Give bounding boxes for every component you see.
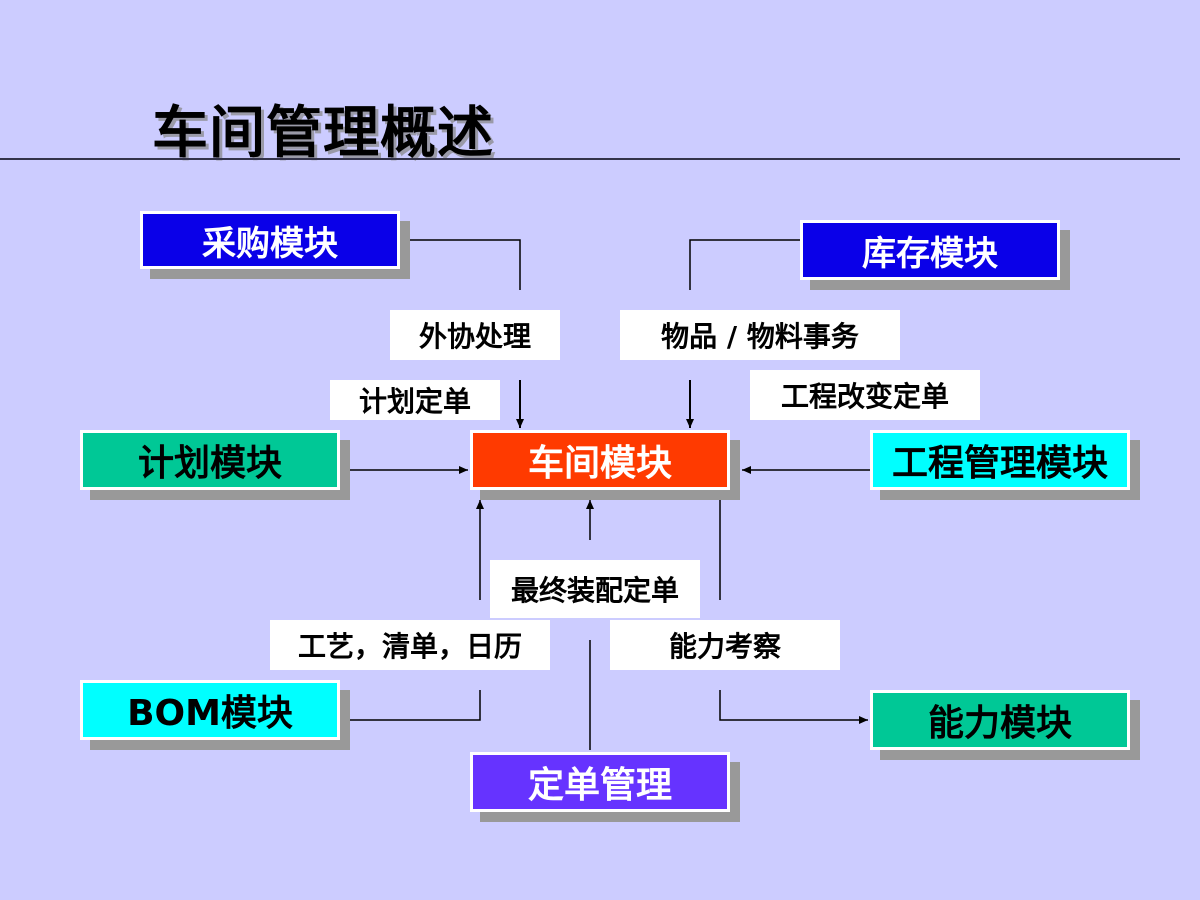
label-outsourcing: 外协处理 (390, 310, 560, 360)
title-divider (0, 158, 1180, 160)
arrow-capacity (719, 690, 868, 724)
engineering-module: 工程管理模块 (870, 430, 1130, 490)
inventory-module: 库存模块 (800, 220, 1060, 280)
label-items-transactions: 物品 / 物料事务 (620, 310, 900, 360)
label-engineering-change-orders: 工程改变定单 (750, 370, 980, 420)
planning-module: 计划模块 (80, 430, 340, 490)
bom-module: BOM模块 (80, 680, 340, 740)
purchase-module: 采购模块 (140, 211, 400, 269)
connector-bom (350, 690, 481, 721)
order-management-module: 定单管理 (470, 752, 730, 812)
connector-purchase (408, 239, 521, 290)
page-title: 车间管理概述 (152, 101, 494, 166)
capacity-module: 能力模块 (870, 690, 1130, 750)
connector-inventory (689, 239, 800, 290)
label-capacity-review: 能力考察 (610, 620, 840, 670)
workshop-module: 车间模块 (470, 430, 730, 490)
label-planned-orders: 计划定单 (330, 380, 500, 420)
label-final-assembly-orders: 最终装配定单 (490, 560, 700, 618)
label-routing-bom-calendar: 工艺，清单，日历 (270, 620, 550, 670)
